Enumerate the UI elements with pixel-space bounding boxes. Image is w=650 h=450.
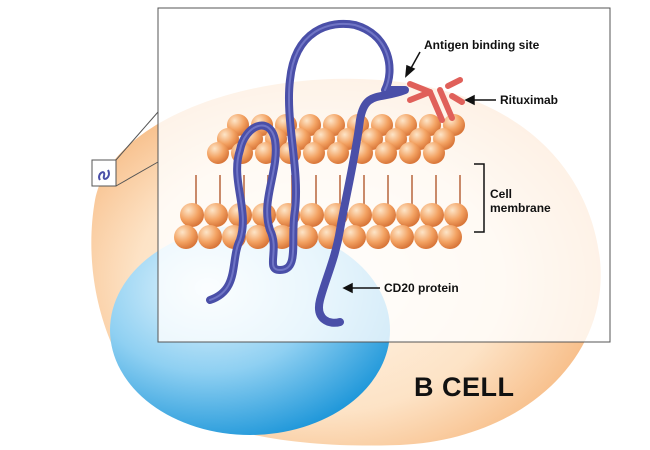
label-cd20-protein: CD20 protein (384, 281, 459, 295)
label-b-cell: B CELL (414, 372, 515, 402)
lipid-head (294, 225, 318, 249)
lipid-head (423, 142, 445, 164)
lipid-head (342, 225, 366, 249)
label-rituximab: Rituximab (500, 93, 559, 107)
lipid-head (174, 225, 198, 249)
leader-line (115, 161, 159, 187)
lipid-head (375, 142, 397, 164)
lipid-head (348, 203, 372, 227)
lipid-head (198, 225, 222, 249)
lipid-head (420, 203, 444, 227)
lipid-head (438, 225, 462, 249)
lipid-head (204, 203, 228, 227)
lipid-head (207, 142, 229, 164)
label-cell-membrane-line2: membrane (490, 201, 551, 215)
lipid-head (414, 225, 438, 249)
lipid-head (366, 225, 390, 249)
leader-line (115, 111, 159, 161)
label-cell-membrane: Cell membrane (490, 187, 551, 215)
lipid-head (246, 225, 270, 249)
lipid-head (327, 142, 349, 164)
lipid-head (372, 203, 396, 227)
lipid-head (399, 142, 421, 164)
lipid-head (444, 203, 468, 227)
lipid-head (300, 203, 324, 227)
lipid-head (396, 203, 420, 227)
label-cell-membrane-line1: Cell (490, 187, 513, 201)
label-antigen-binding-site: Antigen binding site (424, 38, 540, 52)
rituximab-antibody (407, 77, 465, 123)
label-arrows (342, 51, 496, 294)
lipid-head (390, 225, 414, 249)
lipid-head (303, 142, 325, 164)
lipid-head (180, 203, 204, 227)
zoom-source-icon (98, 169, 110, 181)
